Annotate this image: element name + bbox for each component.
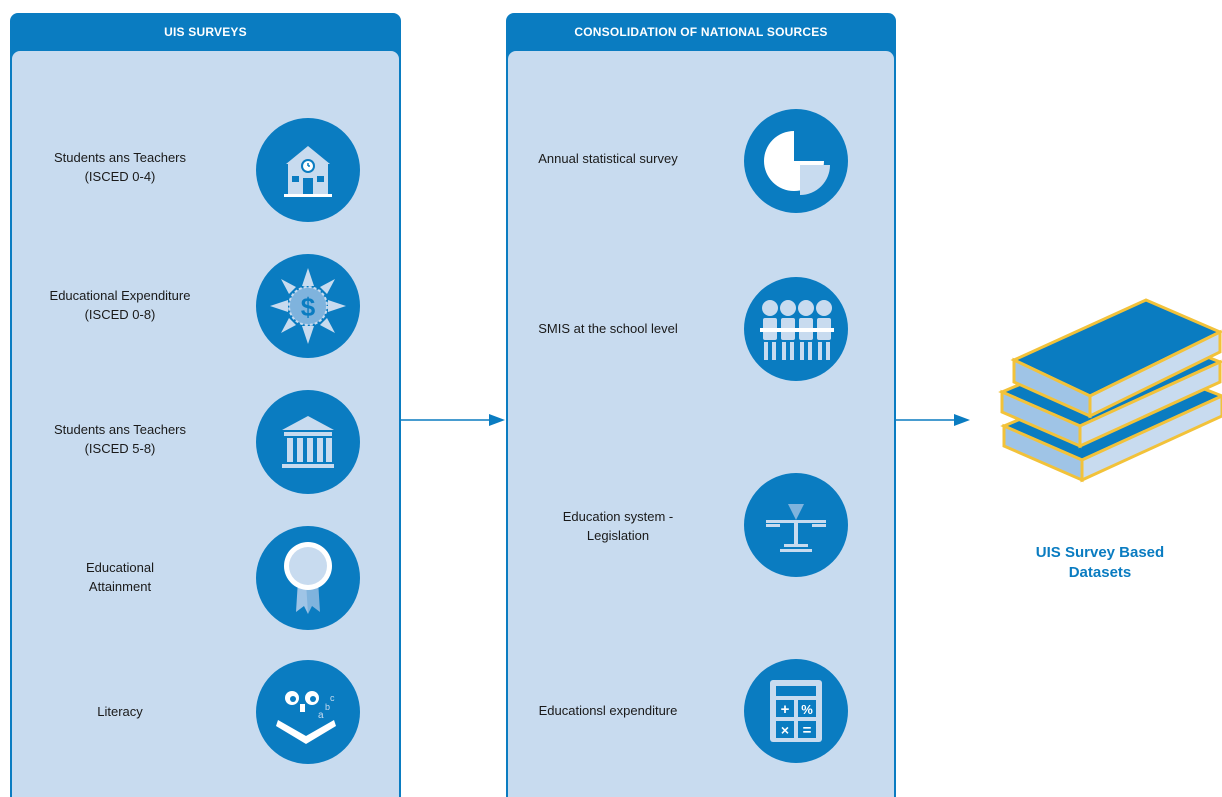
panel-body: Students ans Teachers (ISCED 0-4) Edu (12, 51, 399, 797)
panel-body: Annual statistical survey SMIS at the sc… (508, 51, 894, 797)
item-label: Educational Expenditure (ISCED 0-8) (49, 288, 191, 322)
item-label: Educationsl expenditure (538, 703, 678, 718)
stacked-books-icon (996, 296, 1222, 516)
list-item: Educational Expenditure (ISCED 0-8) $ (12, 254, 399, 358)
svg-text:b: b (325, 702, 330, 712)
panel-title: CONSOLIDATION OF NATIONAL SOURCES (574, 25, 828, 39)
pie-chart-icon (744, 109, 848, 213)
university-building-icon (256, 390, 360, 494)
dollar-compass-icon: $ (256, 254, 360, 358)
list-item: Students ans Teachers (ISCED 5-8) (12, 390, 399, 494)
consolidation-panel: CONSOLIDATION OF NATIONAL SOURCES Annual… (506, 13, 896, 797)
panel-title: UIS SURVEYS (164, 25, 247, 39)
balance-scale-icon (744, 473, 848, 577)
school-building-icon (256, 118, 360, 222)
svg-text:+: + (781, 701, 790, 718)
uis-surveys-panel: UIS SURVEYS Students ans Teachers (ISCED… (10, 13, 401, 797)
svg-text:=: = (803, 722, 812, 739)
list-item: Education system - Legislation (508, 473, 894, 577)
svg-text:%: % (801, 702, 813, 717)
list-item: Literacy a b c (12, 660, 399, 764)
item-label: Students ans Teachers (ISCED 5-8) (53, 422, 186, 456)
item-label: Annual statistical survey (538, 151, 678, 166)
calculator-icon: + % × = (744, 659, 848, 763)
item-label: SMIS at the school level (538, 321, 678, 336)
list-item: Educationsl expenditure + % × = (508, 659, 894, 763)
list-item: SMIS at the school level (508, 277, 894, 381)
list-item: Annual statistical survey (508, 109, 894, 213)
list-item: Students ans Teachers (ISCED 0-4) (12, 118, 399, 222)
award-ribbon-icon (256, 526, 360, 630)
item-label: Literacy (97, 704, 143, 719)
item-label: Students ans Teachers (ISCED 0-4) (53, 150, 186, 184)
list-item: Educational Attainment (12, 526, 399, 630)
item-label: Education system - Legislation (562, 509, 674, 543)
item-label: Educational Attainment (86, 560, 154, 594)
flow-arrow (896, 414, 970, 426)
students-group-icon (744, 277, 848, 381)
svg-text:$: $ (301, 292, 316, 322)
svg-text:c: c (330, 693, 335, 703)
svg-text:a: a (318, 710, 324, 721)
svg-text:×: × (781, 722, 789, 738)
literacy-face-icon: a b c (256, 660, 360, 764)
flow-arrow (401, 414, 505, 426)
output-label: UIS Survey Based Datasets (1035, 544, 1165, 581)
